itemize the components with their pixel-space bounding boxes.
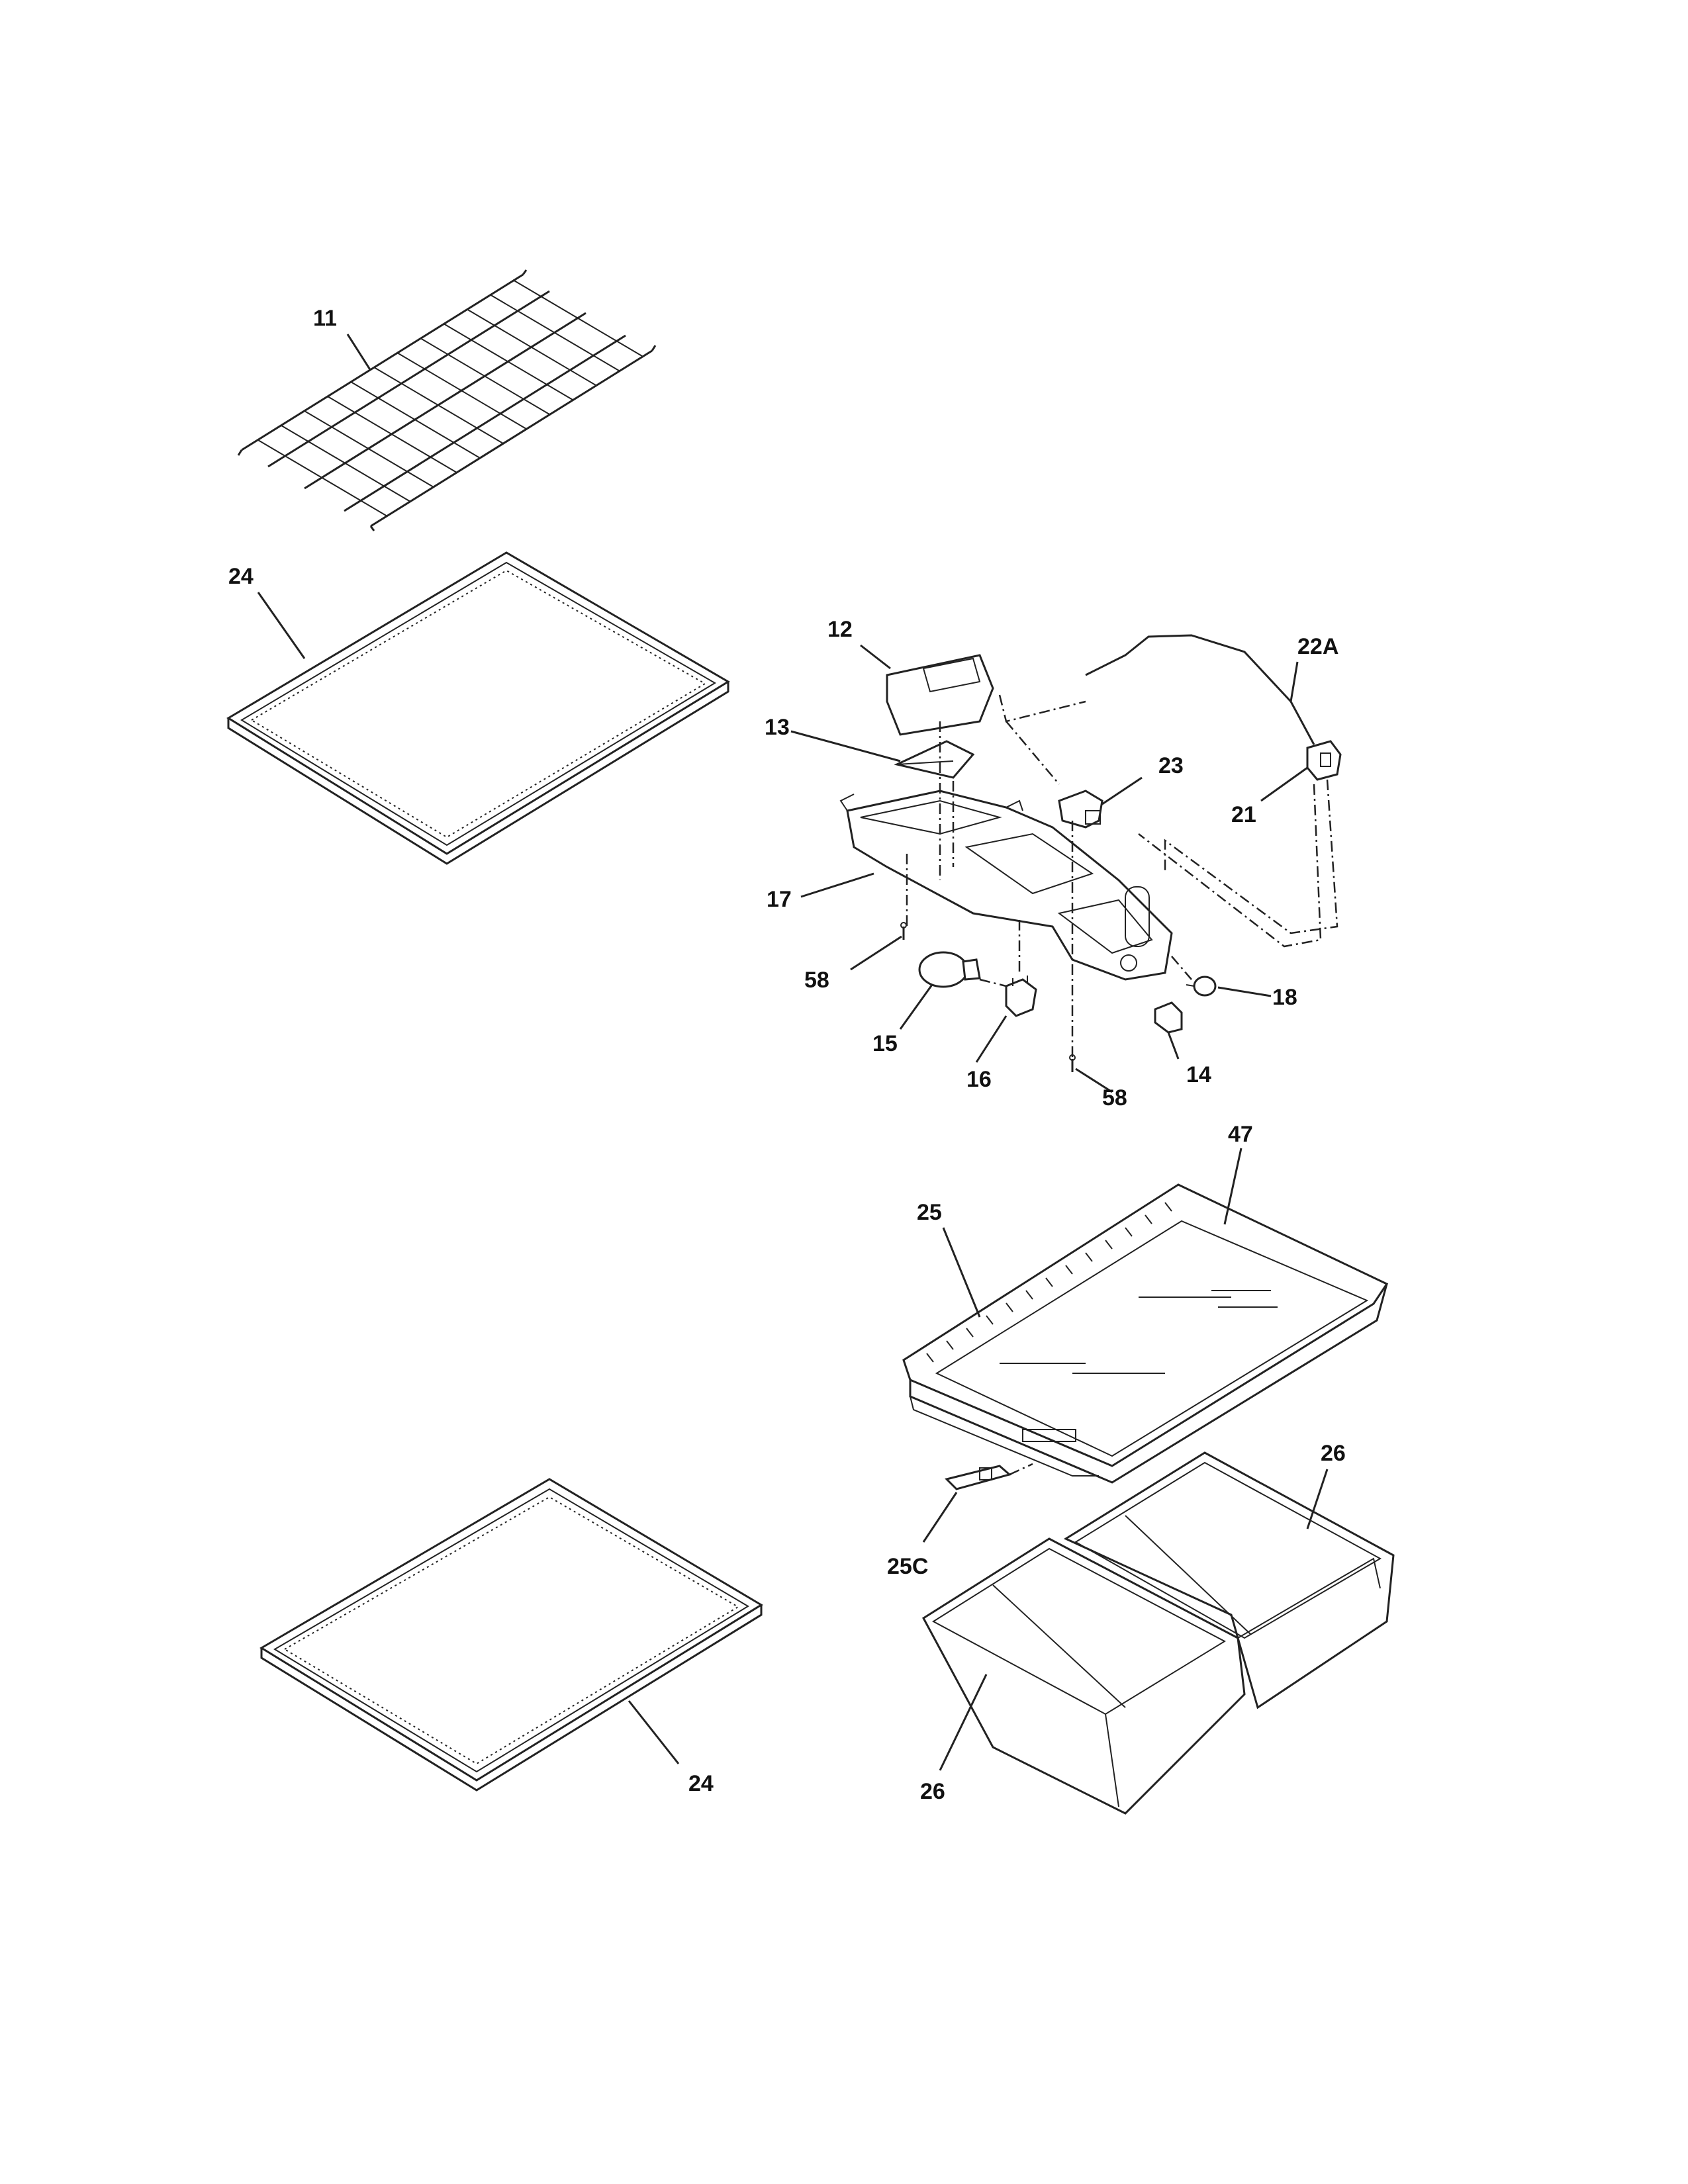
part-label-47: 47 — [1228, 1122, 1253, 1147]
part-label-24-top: 24 — [228, 564, 254, 589]
part-label-11: 11 — [313, 306, 337, 331]
part-label-26-top: 26 — [1321, 1441, 1346, 1466]
part-label-24-bottom: 24 — [688, 1771, 714, 1796]
part-label-15: 15 — [872, 1031, 898, 1056]
part-label-14: 14 — [1186, 1062, 1211, 1087]
glass-shelf-24-bottom — [259, 1478, 763, 1792]
part-label-23: 23 — [1158, 753, 1184, 778]
glass-shelf-24-top — [226, 551, 730, 865]
assembly-paths — [906, 694, 1338, 1066]
part-label-12: 12 — [827, 617, 853, 642]
crisper-drawer-26-front — [922, 1537, 1381, 1815]
control-housing-17 — [839, 790, 1173, 981]
part-label-25: 25 — [917, 1200, 942, 1225]
light-shield-12 — [886, 654, 994, 736]
clip-25c — [945, 1463, 1033, 1490]
part-label-58-left: 58 — [804, 968, 829, 993]
part-label-16: 16 — [966, 1067, 992, 1092]
part-label-13: 13 — [765, 715, 790, 740]
baffle-13 — [894, 740, 975, 779]
screw-58-left — [900, 922, 907, 940]
thermostat-23 — [1058, 790, 1103, 829]
part-label-25c: 25C — [887, 1554, 928, 1579]
part-label-17: 17 — [767, 887, 792, 912]
switch-14 — [1154, 1001, 1183, 1034]
part-label-21: 21 — [1231, 802, 1256, 827]
light-socket-16 — [1005, 976, 1037, 1017]
crisper-cover-25 — [902, 1183, 1389, 1484]
part-label-18: 18 — [1272, 985, 1297, 1010]
part-label-22a: 22A — [1297, 634, 1338, 659]
screw-58-bottom — [1069, 1054, 1076, 1072]
part-labels: 11 24 12 22A 13 23 21 17 58 18 15 16 14 … — [228, 306, 1346, 1804]
light-bulb-15 — [918, 951, 981, 988]
part-label-58-bottom: 58 — [1102, 1085, 1127, 1111]
part-label-26-bottom: 26 — [920, 1779, 945, 1804]
wire-shelf-11 — [237, 269, 657, 531]
knob-18 — [1186, 976, 1217, 997]
leader-lines — [257, 334, 1329, 1771]
